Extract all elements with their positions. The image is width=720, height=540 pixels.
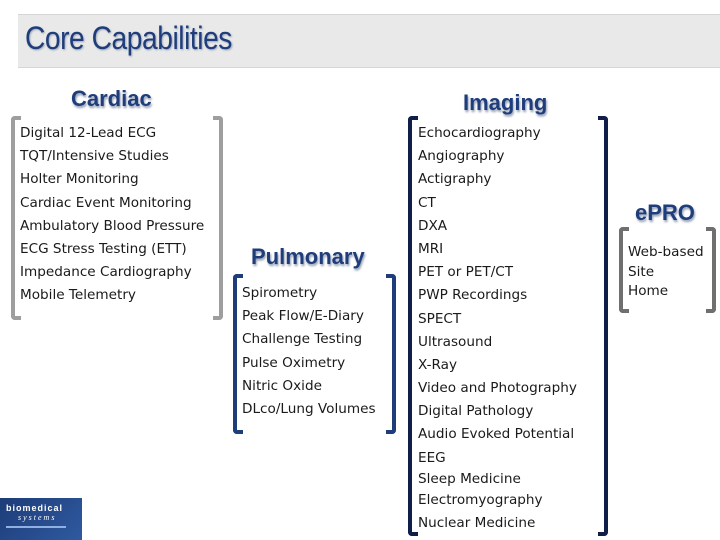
cardiac-list: Digital 12-Lead ECG TQT/Intensive Studie… [20,122,204,308]
list-item: Actigraphy [418,171,492,188]
list-item: Impedance Cardiography [20,264,192,281]
list-item: X-Ray [418,356,458,373]
epro-list: Web-based Site Home [628,243,704,302]
list-item: Digital 12-Lead ECG [20,125,157,141]
list-item: Home [628,283,669,299]
list-item: PWP Recordings [418,287,528,304]
title-bar [18,14,720,68]
list-item: Mobile Telemetry [20,287,136,304]
list-item: Challenge Testing [242,331,363,348]
list-item: Pulse Oximetry [242,354,346,371]
imaging-heading: Imaging [463,90,548,115]
imaging-list: Echocardiography Angiography Actigraphy … [418,122,577,535]
list-item: Nuclear Medicine [418,515,536,532]
list-item: DXA [418,217,448,234]
list-item: MRI [418,240,444,257]
imaging-bracket-right [598,116,608,536]
list-item: Ambulatory Blood Pressure [20,217,205,234]
list-item: DLco/Lung Volumes [242,400,376,417]
epro-heading: ePRO [635,200,695,225]
list-item: Video and Photography [418,380,577,397]
list-item: Nitric Oxide [242,377,322,394]
company-logo: biomedical systems [0,498,82,540]
list-item: Ultrasound [418,333,493,350]
logo-line [6,526,66,528]
list-item: Electromyography [418,491,543,508]
list-item: EEG [418,449,446,466]
logo-text: biomedical [6,503,64,513]
list-item: Sleep Medicine [418,470,521,487]
list-item: Peak Flow/E-Diary [242,308,364,325]
epro-bracket-right [706,227,716,313]
list-item: CT [418,194,436,211]
page-title: Core Capabilities [25,20,232,56]
cardiac-bracket-right [213,116,223,320]
list-item: SPECT [418,310,462,327]
list-item: Web-based [628,244,704,260]
list-item: Audio Evoked Potential [418,426,575,443]
epro-bracket-left [619,227,629,313]
list-item: Spirometry [242,285,318,301]
imaging-bracket-left [408,116,418,536]
pulmonary-bracket-left [233,274,243,434]
list-item: Holter Monitoring [20,171,139,188]
pulmonary-bracket-right [386,274,396,434]
list-item: Cardiac Event Monitoring [20,194,192,211]
list-item: Echocardiography [418,125,541,141]
list-item: TQT/Intensive Studies [20,148,169,165]
list-item: ECG Stress Testing (ETT) [20,240,187,257]
list-item: Digital Pathology [418,403,534,420]
cardiac-heading: Cardiac [71,86,152,111]
logo-text-sub: systems [18,513,57,522]
pulmonary-heading: Pulmonary [251,244,365,269]
list-item: Angiography [418,148,505,165]
cardiac-bracket-left [11,116,21,320]
pulmonary-list: Spirometry Peak Flow/E-Diary Challenge T… [242,282,376,421]
list-item: Site [628,263,655,280]
list-item: PET or PET/CT [418,264,514,281]
